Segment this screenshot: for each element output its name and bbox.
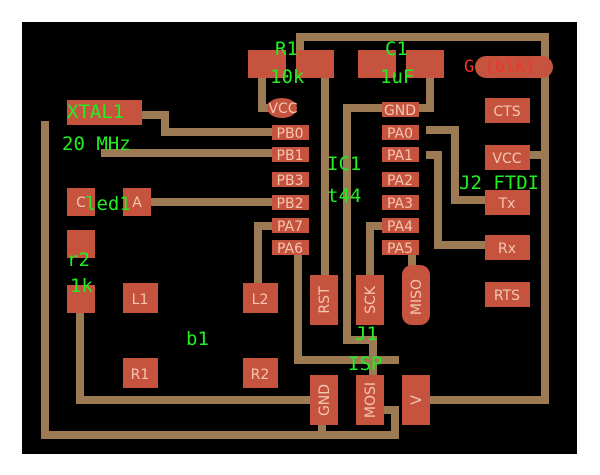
gnd-isp-pad <box>310 375 338 425</box>
pin-pb1-pad <box>272 147 309 162</box>
miso-label: MISO <box>409 279 425 315</box>
vcc-oval-pad <box>267 98 297 118</box>
l2-pad <box>243 283 278 313</box>
gnd-pin-label: GND <box>384 103 416 119</box>
r2-pad-bottom <box>67 285 95 313</box>
cts-pad <box>485 98 530 123</box>
r2-button-label: R2 <box>251 367 270 383</box>
pa3-label: PA3 <box>387 196 413 212</box>
ic-value: t44 <box>327 185 361 207</box>
sck-pad <box>356 275 384 325</box>
rts-pad <box>485 282 530 307</box>
vcc-pin-label: VCC <box>268 101 297 117</box>
pa2-label: PA2 <box>387 173 413 189</box>
pa6-label: PA6 <box>277 241 303 257</box>
l1-label: L1 <box>132 292 149 308</box>
cts-label: CTS <box>493 104 520 120</box>
j1-value: ISP <box>348 353 382 375</box>
silkscreen: R1 10k C1 1uF G (blk) XTAL1 20 MHz IC1 t… <box>62 38 539 375</box>
pin-pb3-pad <box>272 172 309 187</box>
j2-label: J2 FTDI <box>459 172 539 194</box>
r2-value: 1k <box>70 275 93 297</box>
pin-pb0-pad <box>272 125 309 140</box>
led-c-pad <box>67 188 95 216</box>
pb3-label: PB3 <box>277 173 304 189</box>
r1-value: 10k <box>270 66 305 88</box>
rx-pad <box>485 235 530 260</box>
vcc-pad <box>485 145 530 170</box>
r1-button-label: R1 <box>131 367 150 383</box>
pa7-label: PA7 <box>277 219 303 235</box>
xtal-value: 20 MHz <box>62 133 131 155</box>
pa5-label: PA5 <box>387 241 413 257</box>
pin-pa7-pad <box>272 218 309 233</box>
tx-label: Tx <box>498 196 516 212</box>
board-background <box>22 22 577 454</box>
rx-label: Rx <box>498 241 516 257</box>
led-ref: led1 <box>85 193 131 215</box>
pb1-label: PB1 <box>277 148 304 164</box>
rst-label: RST <box>317 286 333 314</box>
l2-label: L2 <box>252 292 269 308</box>
pin-pa1-pad <box>382 147 419 162</box>
led-a-pad <box>123 188 151 216</box>
pa0-label: PA0 <box>387 126 413 142</box>
pin-pa2-pad <box>382 172 419 187</box>
pin-pa6-pad <box>272 240 309 255</box>
pb2-label: PB2 <box>277 196 304 212</box>
r1-pad-left <box>248 50 286 78</box>
tx-pad <box>485 190 530 215</box>
mosi-isp-label: MOSI <box>363 382 379 418</box>
r1-ref: R1 <box>275 38 298 60</box>
xtal-ref: XTAL1 <box>67 101 124 123</box>
pad-labels: VCC PB0 PB1 PB3 PB2 PA7 PA6 GND PA0 PA1 … <box>76 101 522 418</box>
button-ref: b1 <box>186 328 209 350</box>
l1-pad <box>123 283 158 313</box>
xtal-pad <box>67 100 142 125</box>
miso-pad <box>402 265 430 325</box>
c1-pad-right <box>406 50 444 78</box>
pa1-label: PA1 <box>387 148 413 164</box>
ftdi-gnd-pad <box>475 56 553 78</box>
pin-gnd-pad <box>382 102 419 117</box>
v-isp-label: V <box>409 395 425 405</box>
pin-pa0-pad <box>382 125 419 140</box>
ftdi-gnd-label: G (blk) <box>464 57 536 77</box>
vcc-pad-label: VCC <box>492 151 521 167</box>
c1-value: 1uF <box>380 66 414 88</box>
rst-pad <box>310 275 338 325</box>
pin-pb2-pad <box>272 195 309 210</box>
r2-ref: r2 <box>67 249 90 271</box>
pin-pa3-pad <box>382 195 419 210</box>
pb0-label: PB0 <box>277 126 304 142</box>
pads <box>67 50 553 425</box>
sck-label: SCK <box>363 285 379 314</box>
r2-pad-top <box>67 230 95 258</box>
led-a-label: A <box>132 195 142 211</box>
pin-pa4-pad <box>382 218 419 233</box>
ic-ref: IC1 <box>327 153 361 175</box>
mosi-isp-pad <box>356 375 384 425</box>
pin-pa5-pad <box>382 240 419 255</box>
c1-pad-left <box>358 50 396 78</box>
j1-ref: J1 <box>355 323 378 345</box>
r1-pad-right <box>296 50 334 78</box>
r1-button-pad <box>123 358 158 388</box>
rts-label: RTS <box>494 288 520 304</box>
led-c-label: C <box>76 195 86 211</box>
v-isp-pad <box>402 375 430 425</box>
r2-button-pad <box>243 358 278 388</box>
pa4-label: PA4 <box>387 219 413 235</box>
c1-ref: C1 <box>385 38 408 60</box>
gnd-isp-label: GND <box>317 384 333 416</box>
traces <box>41 33 549 439</box>
